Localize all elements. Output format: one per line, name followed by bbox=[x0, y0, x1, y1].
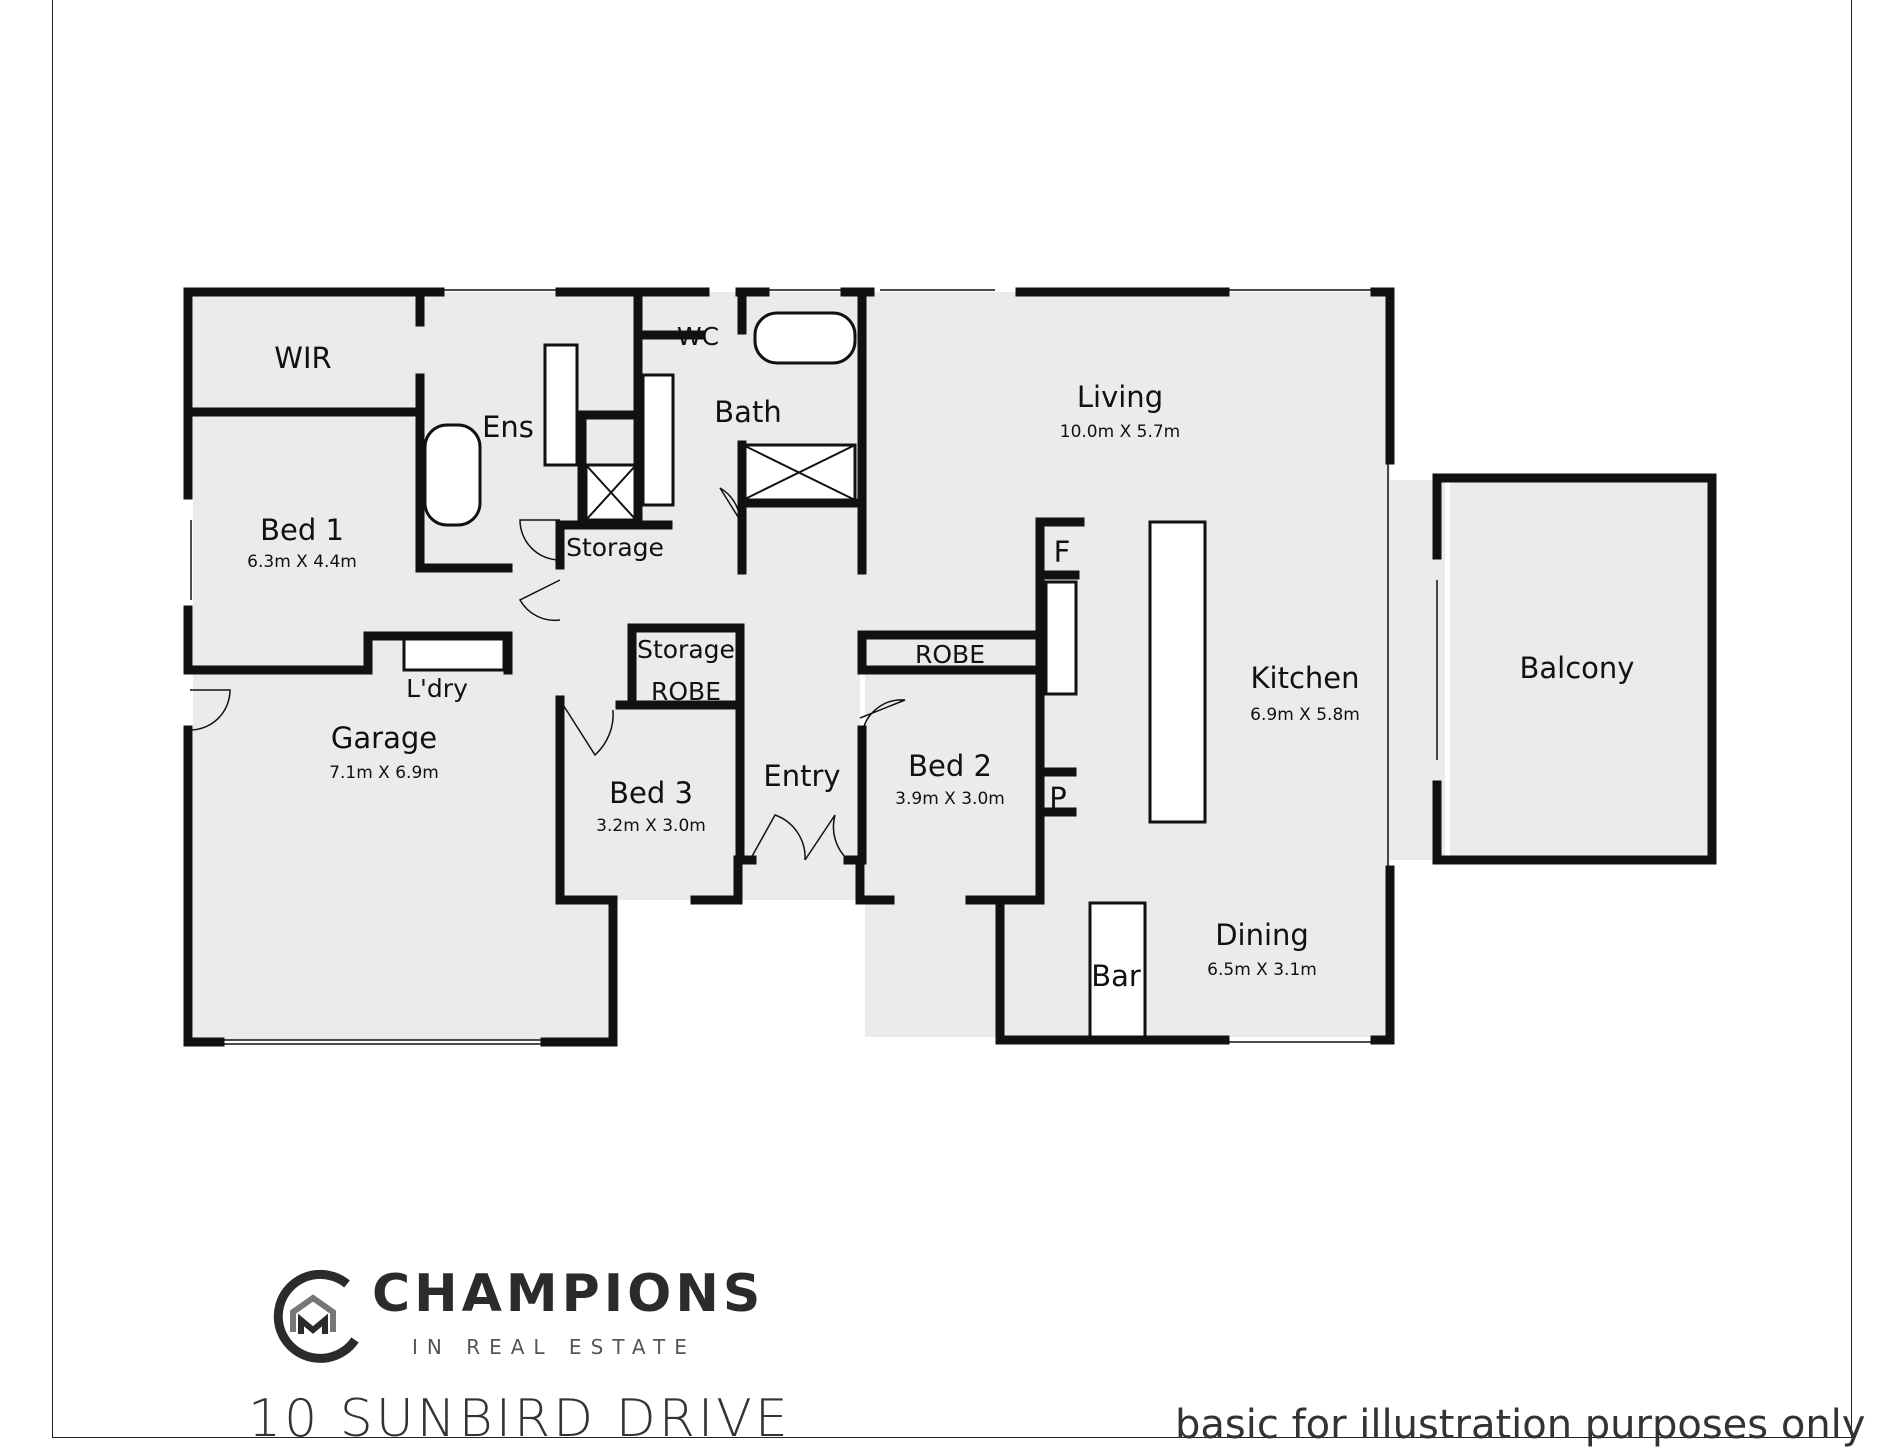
walls bbox=[183, 287, 1717, 1047]
room-bed2: Bed 2 bbox=[908, 749, 992, 783]
room-kitchen: Kitchen bbox=[1251, 661, 1360, 695]
brand-tagline: IN REAL ESTATE bbox=[412, 1335, 696, 1359]
house-m-logo-icon bbox=[273, 1269, 359, 1363]
room-storage-1: Storage bbox=[566, 533, 664, 562]
room-bath: Bath bbox=[714, 395, 781, 429]
property-address: 10 SUNBIRD DRIVE bbox=[248, 1389, 791, 1449]
room-bed1-dims: 6.3m X 4.4m bbox=[247, 552, 357, 572]
room-living-dims: 10.0m X 5.7m bbox=[1060, 422, 1180, 442]
room-entry: Entry bbox=[763, 759, 840, 793]
bathtub-main bbox=[753, 311, 857, 365]
kitchen-bench bbox=[1044, 580, 1078, 696]
room-bar: Bar bbox=[1091, 959, 1141, 993]
room-ldry: L'dry bbox=[406, 674, 468, 703]
room-robe-1: ROBE bbox=[651, 677, 721, 706]
ensuite-vanity bbox=[543, 343, 579, 467]
room-bed3-dims: 3.2m X 3.0m bbox=[596, 816, 706, 836]
room-balcony: Balcony bbox=[1520, 651, 1635, 685]
brand-name: CHAMPIONS bbox=[372, 1264, 765, 1324]
disclaimer-text: basic for illustration purposes only bbox=[1175, 1402, 1866, 1448]
room-bed2-dims: 3.9m X 3.0m bbox=[895, 789, 1005, 809]
room-robe-2: ROBE bbox=[915, 640, 985, 669]
room-ens: Ens bbox=[482, 410, 534, 444]
kitchen-island bbox=[1148, 520, 1207, 824]
room-storage-2: Storage bbox=[637, 635, 735, 664]
room-dining-dims: 6.5m X 3.1m bbox=[1207, 960, 1317, 980]
room-living: Living bbox=[1077, 380, 1163, 414]
room-fridge: F bbox=[1054, 535, 1071, 569]
room-wir: WIR bbox=[274, 341, 331, 375]
bath-vanity bbox=[641, 373, 675, 507]
room-bed3: Bed 3 bbox=[609, 776, 693, 810]
room-bed1: Bed 1 bbox=[260, 513, 344, 547]
bathtub-ensuite bbox=[423, 423, 482, 527]
doors bbox=[189, 487, 906, 861]
room-pantry: P bbox=[1049, 781, 1067, 815]
room-garage-dims: 7.1m X 6.9m bbox=[329, 763, 439, 783]
room-dining: Dining bbox=[1215, 918, 1309, 952]
windows bbox=[190, 289, 1438, 1045]
laundry-bench bbox=[402, 636, 506, 672]
room-kitchen-dims: 6.9m X 5.8m bbox=[1250, 705, 1360, 725]
room-wc: WC bbox=[677, 322, 719, 351]
room-garage: Garage bbox=[331, 721, 437, 755]
